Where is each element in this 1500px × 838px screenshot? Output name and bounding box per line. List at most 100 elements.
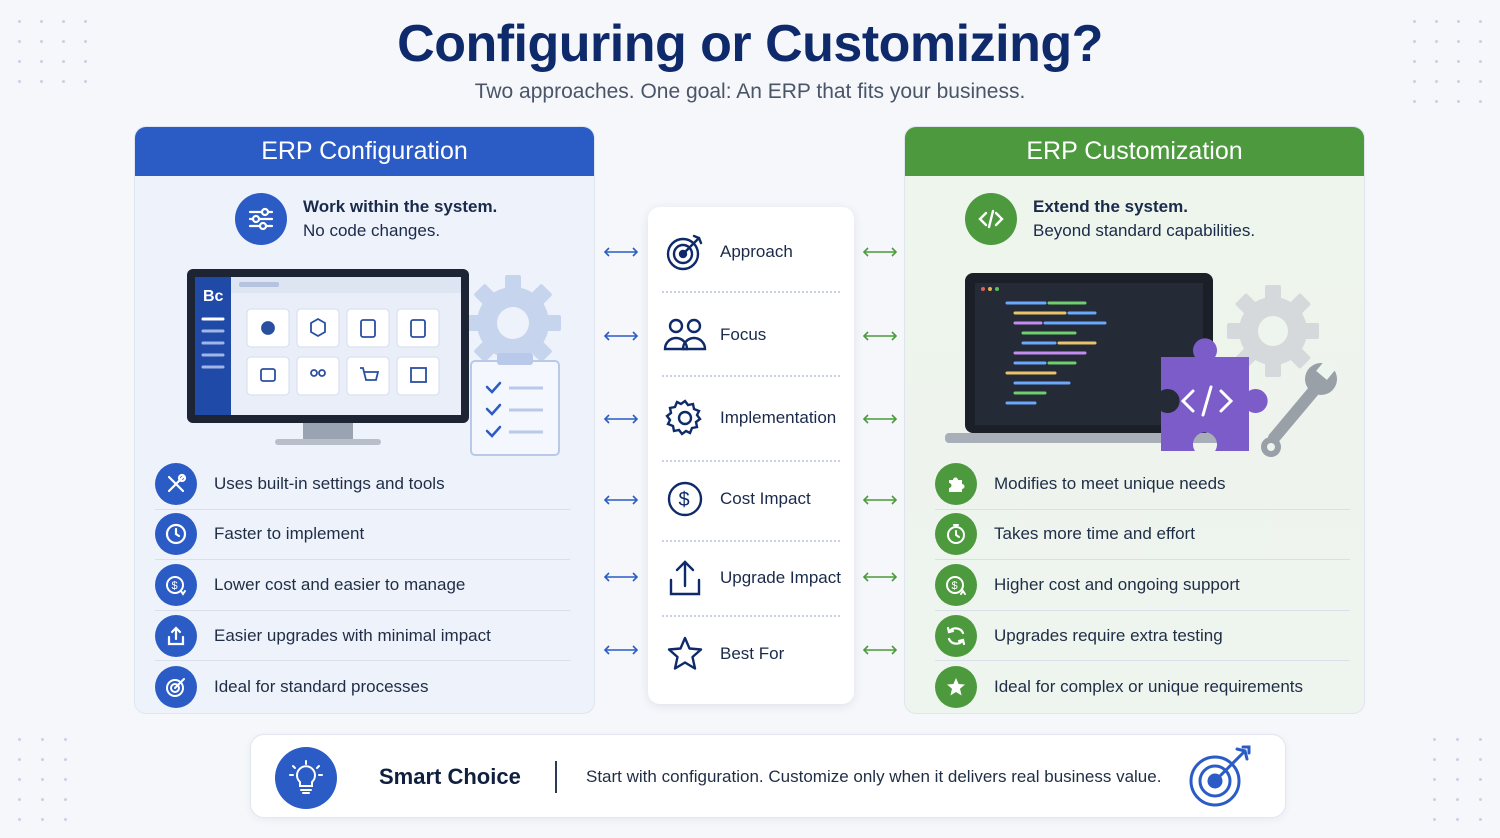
- stopwatch-icon: [935, 513, 977, 556]
- feature-label: Higher cost and ongoing support: [994, 574, 1240, 594]
- feature-label: Modifies to meet unique needs: [994, 473, 1226, 493]
- smart-choice-text: Start with configuration. Customize only…: [586, 767, 1162, 786]
- list-item: $ Higher cost and ongoing support: [935, 560, 1350, 611]
- tools-icon: [155, 462, 197, 505]
- puzzle-icon: [935, 462, 977, 505]
- feature-label: Lower cost and easier to manage: [214, 574, 466, 594]
- arrow-left-3: [603, 414, 639, 424]
- screen-logo: Bc: [203, 288, 224, 305]
- criterion-label: Focus: [720, 325, 767, 344]
- configuration-illustration: Bc: [175, 265, 565, 465]
- lightbulb-icon: [275, 747, 337, 809]
- dollar-down-icon: $: [155, 563, 197, 606]
- arrow-left-4: [603, 495, 639, 505]
- criterion-label: Upgrade Impact: [720, 568, 841, 587]
- page-title: Configuring or Customizing?: [397, 15, 1103, 73]
- refresh-icon: [935, 614, 977, 657]
- customization-intro: Extend the system. Beyond standard capab…: [965, 193, 1255, 245]
- list-item: Ideal for complex or unique requirements: [935, 661, 1350, 712]
- page-subtitle: Two approaches. One goal: An ERP that fi…: [474, 80, 1026, 103]
- arrow-right-2: [862, 331, 898, 341]
- banner-divider: [555, 761, 557, 793]
- customization-feature-list: Modifies to meet unique needs Takes more…: [935, 459, 1350, 712]
- decorative-dots-top-right: [1413, 20, 1482, 103]
- decorative-dots-top-left: [18, 20, 87, 83]
- target-arrow-icon: [1187, 743, 1257, 809]
- code-icon: [965, 193, 1017, 245]
- arrow-left-2: [603, 331, 639, 341]
- arrow-right-5: [862, 572, 898, 582]
- criterion-approach: Approach: [662, 229, 842, 275]
- decorative-dots-bottom-right: [1433, 738, 1482, 821]
- customization-panel-title: ERP Customization: [905, 127, 1364, 176]
- configuration-intro-strong: Work within the system.: [303, 197, 498, 216]
- feature-label: Ideal for standard processes: [214, 676, 429, 696]
- dollar-up-icon: $: [935, 563, 977, 606]
- clock-icon: [155, 513, 197, 556]
- monitor-illustration: Bc: [187, 269, 561, 456]
- criterion-label: Approach: [720, 242, 793, 261]
- criteria-divider: [662, 291, 840, 293]
- star-icon: [935, 665, 977, 708]
- customization-illustration: [945, 265, 1337, 465]
- laptop-illustration: [945, 273, 1337, 457]
- arrow-left-1: [603, 247, 639, 257]
- configuration-feature-list: Uses built-in settings and tools Faster …: [155, 459, 570, 712]
- arrow-right-1: [862, 247, 898, 257]
- upload-icon: [155, 614, 197, 657]
- criterion-implementation: Implementation: [662, 395, 842, 441]
- star-icon: [662, 631, 708, 677]
- arrow-left-6: [603, 645, 639, 655]
- gear-icon: [662, 395, 708, 441]
- people-icon: [662, 312, 708, 358]
- customization-intro-strong: Extend the system.: [1033, 197, 1188, 216]
- target-icon: [155, 665, 197, 708]
- sliders-icon: [235, 193, 287, 245]
- arrow-right-4: [862, 495, 898, 505]
- list-item: Uses built-in settings and tools: [155, 459, 570, 510]
- criterion-upgrade-impact: Upgrade Impact: [662, 555, 842, 601]
- arrow-right-3: [862, 414, 898, 424]
- svg-text:$: $: [952, 580, 958, 592]
- criteria-divider: [662, 460, 840, 462]
- target-icon: [662, 229, 708, 275]
- list-item: Upgrades require extra testing: [935, 611, 1350, 662]
- svg-text:$: $: [172, 580, 178, 592]
- feature-label: Takes more time and effort: [994, 524, 1195, 544]
- configuration-intro: Work within the system. No code changes.: [235, 193, 497, 245]
- feature-label: Easier upgrades with minimal impact: [214, 625, 491, 645]
- criterion-best-for: Best For: [662, 631, 842, 677]
- list-item: Easier upgrades with minimal impact: [155, 611, 570, 662]
- dollar-icon: $: [662, 476, 708, 522]
- smart-choice-title: Smart Choice: [379, 764, 521, 789]
- list-item: Ideal for standard processes: [155, 661, 570, 712]
- customization-panel: ERP Customization Extend the system. Bey…: [904, 126, 1365, 714]
- upload-icon: [662, 555, 708, 601]
- arrow-right-6: [862, 645, 898, 655]
- customization-intro-text: Beyond standard capabilities.: [1033, 221, 1256, 240]
- criterion-label: Best For: [720, 644, 785, 663]
- feature-label: Uses built-in settings and tools: [214, 473, 445, 493]
- smart-choice-banner: Smart Choice Start with configuration. C…: [250, 734, 1286, 818]
- list-item: Faster to implement: [155, 510, 570, 561]
- configuration-intro-text: No code changes.: [303, 221, 441, 240]
- criterion-label: Cost Impact: [720, 489, 811, 508]
- criterion-label: Implementation: [720, 408, 837, 427]
- configuration-panel: ERP Configuration Work within the system…: [134, 126, 595, 714]
- list-item: $ Lower cost and easier to manage: [155, 560, 570, 611]
- feature-label: Faster to implement: [214, 524, 365, 544]
- svg-text:$: $: [679, 489, 690, 511]
- criteria-divider: [662, 615, 840, 617]
- criteria-divider: [662, 540, 840, 542]
- criterion-cost-impact: $ Cost Impact: [662, 476, 842, 522]
- list-item: Takes more time and effort: [935, 510, 1350, 561]
- criteria-divider: [662, 375, 840, 377]
- criterion-focus: Focus: [662, 312, 842, 358]
- configuration-panel-title: ERP Configuration: [135, 127, 594, 176]
- decorative-dots-bottom-left: [18, 738, 67, 821]
- criteria-card: Approach Focus Implementation $ Cost Imp…: [648, 207, 854, 704]
- feature-label: Ideal for complex or unique requirements: [994, 676, 1303, 696]
- feature-label: Upgrades require extra testing: [994, 625, 1223, 645]
- list-item: Modifies to meet unique needs: [935, 459, 1350, 510]
- arrow-left-5: [603, 572, 639, 582]
